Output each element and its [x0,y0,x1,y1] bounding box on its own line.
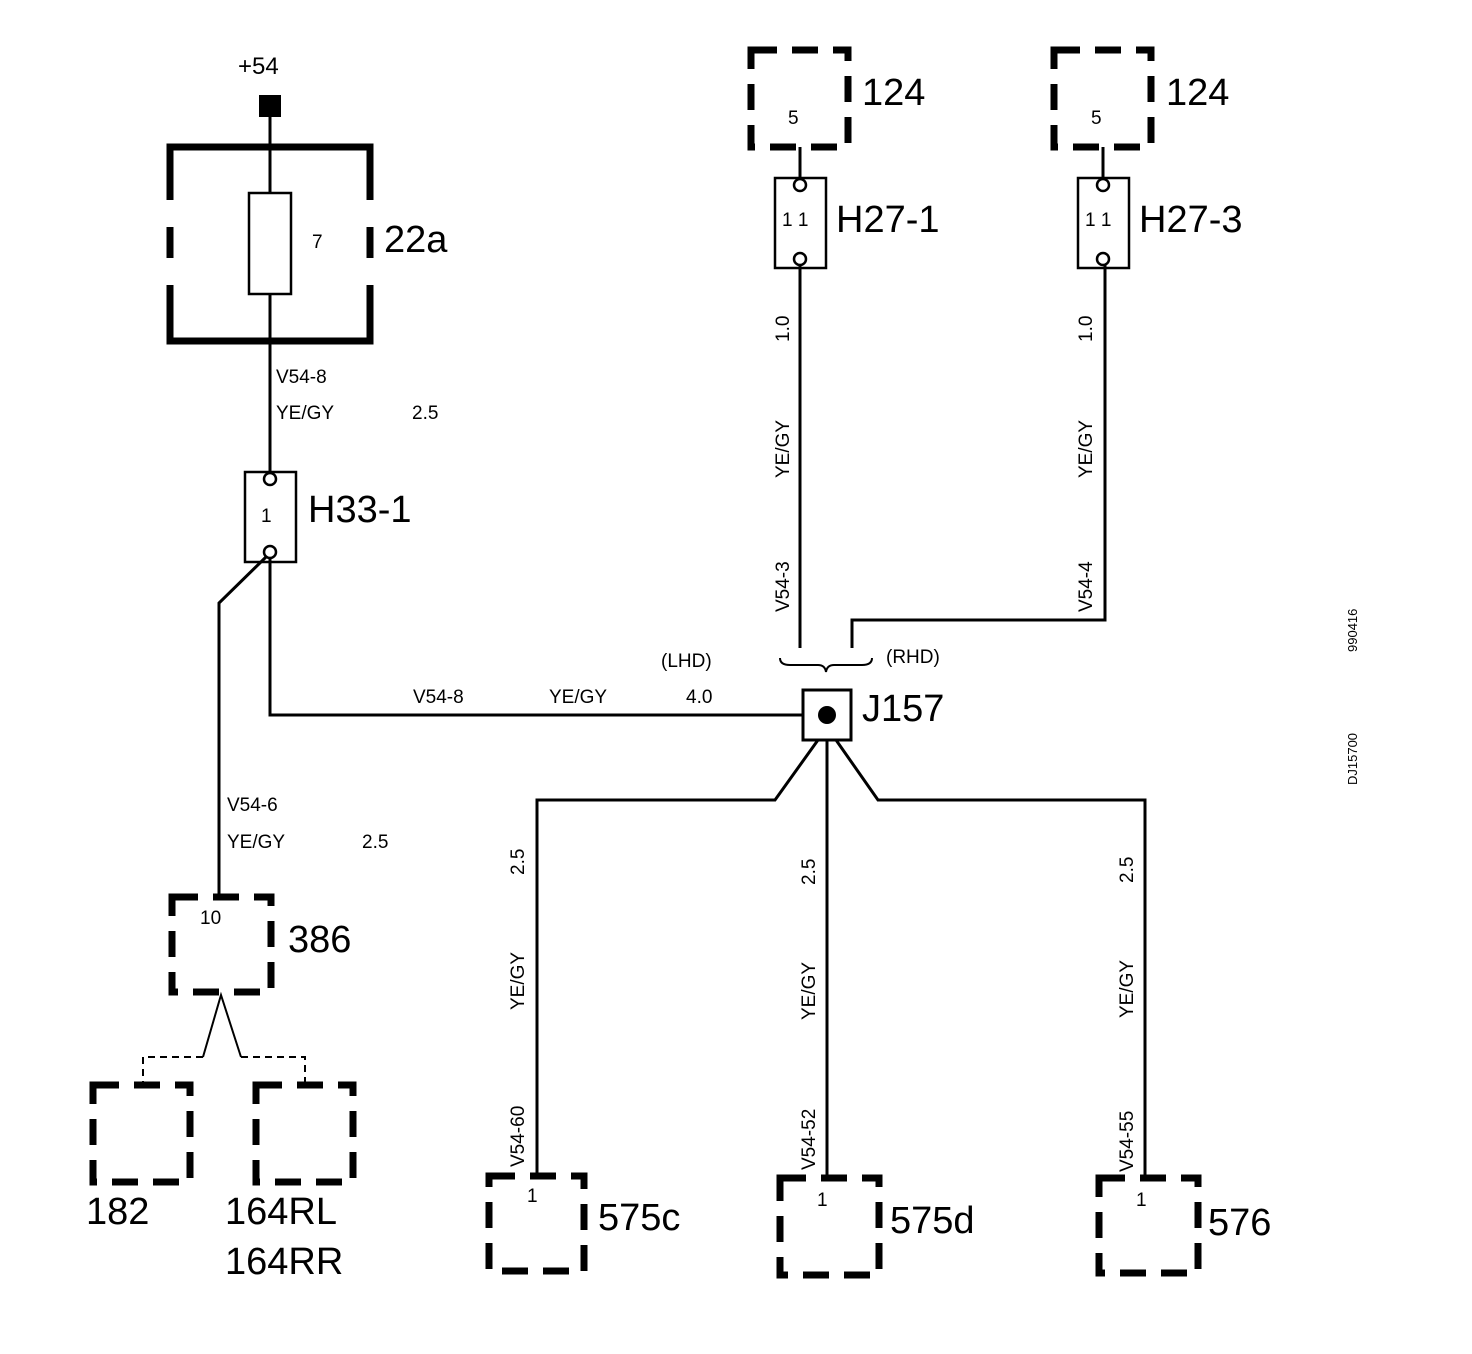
wire-size-v54-8-main: 4.0 [686,687,712,708]
variant-brace [779,657,873,673]
wire-id-v54-55: V54-55 [1117,1111,1138,1172]
wire-color-v54-6: YE/GY [227,832,285,853]
h27-1-pin-top [792,177,808,193]
unit-575d-label: 575d [890,1200,975,1242]
unit-164rl-label: 164RL [225,1191,337,1233]
unit-575c-pin: 1 [527,1186,538,1207]
unit-386-pin: 10 [200,908,221,929]
fuse-number: 7 [312,232,323,253]
wire-id-v54-60: V54-60 [508,1106,529,1167]
h27-1-label: H27-1 [836,199,940,241]
unit-576-pin: 1 [1136,1190,1147,1211]
unit-182-box [89,1081,194,1186]
fuse-element [247,191,293,296]
margin-code-2: DJ15700 [1345,733,1360,785]
unit-124-left-box [747,46,852,151]
branch-to-182 [142,1056,203,1085]
wire-v54-8-main [268,558,803,717]
h27-1-pin-bottom [792,251,808,267]
branch-to-164 [241,1056,306,1085]
unit-575c-box [485,1172,588,1275]
unit-124-left-pin: 5 [788,108,799,129]
wire-color-v54-8-main: YE/GY [549,687,607,708]
variant-rhd-label: (RHD) [886,647,940,668]
wire-v54-4 [850,265,1107,648]
unit-386-label: 386 [288,919,351,961]
unit-124-left-label: 124 [862,72,925,114]
junction-j157-node [818,706,836,724]
wire-color-v54-55: YE/GY [1117,960,1138,1018]
unit-575c-label: 575c [598,1197,680,1239]
wire-size-v54-55: 2.5 [1117,857,1138,883]
wire-id-v54-3: V54-3 [773,561,794,612]
unit-575d-pin: 1 [817,1190,828,1211]
unit-164-box [252,1081,357,1186]
wire-id-v54-52: V54-52 [799,1109,820,1170]
wire-v54-6 [217,554,269,897]
branch-split [202,991,242,1058]
h33-1-label: H33-1 [308,489,412,531]
wire-color-v54-4: YE/GY [1076,420,1097,478]
wire-v54-60 [535,739,820,1178]
h27-3-pin-bottom [1095,251,1111,267]
wire-size-v54-52: 2.5 [799,859,820,885]
variant-lhd-label: (LHD) [661,651,712,672]
h27-3-label: H27-3 [1139,199,1243,241]
wire-color-v54-60: YE/GY [508,952,529,1010]
h27-3-pin-number: 1 1 [1085,210,1111,231]
wire-id-v54-8-main: V54-8 [413,687,464,708]
h27-3-pin-top [1095,177,1111,193]
wire-color-v54-3: YE/GY [773,420,794,478]
unit-575d-box [776,1174,883,1279]
h27-1-pin-number: 1 1 [782,210,808,231]
supply-label: +54 [238,53,279,80]
fuse-box-22a [166,143,374,345]
unit-124-right-box [1050,46,1155,151]
unit-124-right-pin: 5 [1091,108,1102,129]
h33-1-pin-number: 1 [261,506,272,527]
supply-terminal [259,95,281,117]
wire-id-v54-8-top: V54-8 [276,367,327,388]
wire-size-v54-60: 2.5 [508,849,529,875]
wire-size-v54-6: 2.5 [362,832,388,853]
wire-color-v54-52: YE/GY [799,962,820,1020]
margin-code-1: 990416 [1345,609,1360,652]
wire-size-v54-8-top: 2.5 [412,403,438,424]
junction-j157-label: J157 [862,688,944,730]
wire-size-v54-4: 1.0 [1076,316,1097,342]
wire-color-v54-8-top: YE/GY [276,403,334,424]
unit-386-box [168,893,275,996]
unit-576-box [1095,1174,1202,1277]
unit-182-label: 182 [86,1191,149,1233]
h33-1-pin-top [262,471,278,487]
unit-576-label: 576 [1208,1202,1271,1244]
unit-124-right-label: 124 [1166,72,1229,114]
wire-v54-55 [834,739,1147,1178]
unit-164rr-label: 164RR [225,1241,343,1283]
wire-size-v54-3: 1.0 [773,316,794,342]
wire-id-v54-6: V54-6 [227,795,278,816]
wire-id-v54-4: V54-4 [1076,561,1097,612]
fuse-box-label: 22a [384,219,448,261]
